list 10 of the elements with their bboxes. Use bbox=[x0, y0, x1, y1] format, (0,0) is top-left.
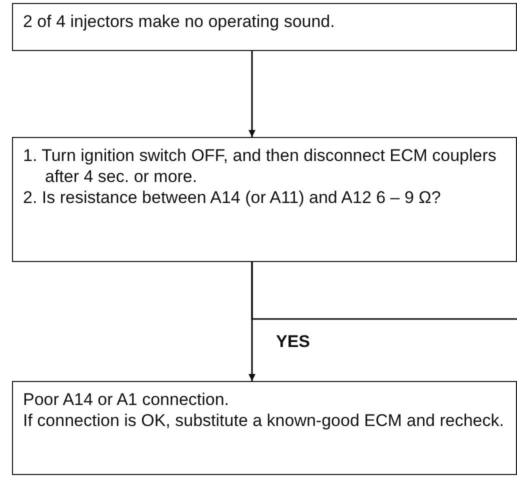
step-text: 1. Turn ignition switch OFF, and then disconnect ECM couplers after 4 sec. or more. bbox=[23, 145, 498, 187]
result-box bbox=[12, 381, 517, 475]
step-text: 2 of 4 injectors make no operating sound. bbox=[23, 11, 336, 32]
check-box bbox=[12, 137, 517, 262]
symptom-box bbox=[12, 3, 517, 51]
arrow bbox=[248, 51, 256, 137]
step-text: Poor A14 or A1 connection. bbox=[23, 389, 230, 410]
step-text: 2. Is resistance between A14 (or A11) and A12 6 – 9 Ω? bbox=[23, 187, 442, 208]
branch-line bbox=[251, 262, 517, 320]
step-text: If connection is OK, substitute a known-good ECM and recheck. bbox=[23, 410, 505, 431]
